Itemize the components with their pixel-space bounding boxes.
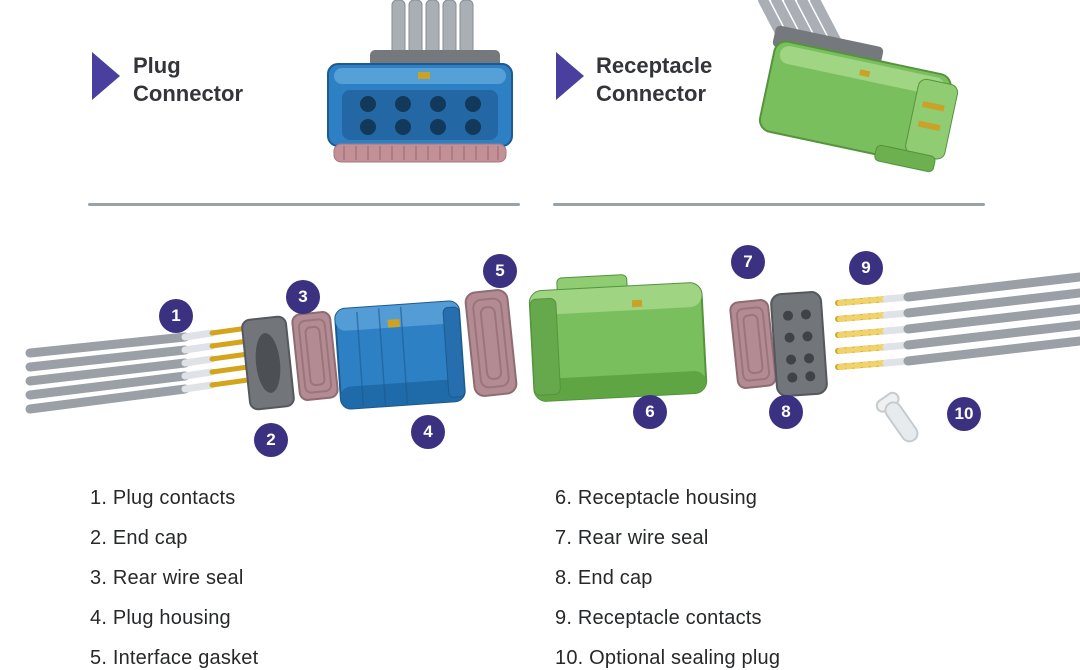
receptacle-housing-logo-mark bbox=[631, 299, 643, 308]
part-marker-2: 2 bbox=[254, 423, 288, 457]
legend-item-end-cap: 2. End cap bbox=[90, 526, 188, 549]
receptacle-header-line2: Connector bbox=[596, 81, 706, 106]
plug-header-title: Plug Connector bbox=[133, 52, 243, 108]
legend-item-interface-gasket: 5. Interface gasket bbox=[90, 646, 259, 669]
plug-header-line1: Plug bbox=[133, 53, 181, 78]
legend-item-rear-wire-seal: 3. Rear wire seal bbox=[90, 566, 244, 589]
plug-contacts-illustration bbox=[25, 325, 251, 414]
legend-item-plug-contacts: 1. Plug contacts bbox=[90, 486, 236, 509]
receptacle-header-line1: Receptacle bbox=[596, 53, 713, 78]
legend-item-sealing-plug: 10. Optional sealing plug bbox=[555, 646, 781, 669]
part-marker-5: 5 bbox=[483, 254, 517, 288]
plug-connector-photo bbox=[327, 0, 513, 163]
part-marker-9: 9 bbox=[849, 251, 883, 285]
receptacle-rear-wire-seal-illustration bbox=[729, 299, 777, 389]
legend-right: 6. Receptacle housing 7. Rear wire seal … bbox=[555, 478, 780, 670]
plug-end-cap-illustration bbox=[241, 315, 295, 411]
legend-item-receptacle-contacts: 9. Receptacle contacts bbox=[555, 606, 762, 629]
receptacle-housing-illustration bbox=[528, 274, 708, 402]
legend-item-rear-wire-seal-2: 7. Rear wire seal bbox=[555, 526, 709, 549]
part-marker-1: 1 bbox=[159, 299, 193, 333]
part-marker-4: 4 bbox=[411, 415, 445, 449]
receptacle-connector-photo bbox=[758, 0, 959, 173]
plug-cable-illustration bbox=[391, 0, 474, 59]
receptacle-contacts-illustration bbox=[835, 272, 1080, 370]
divider-right bbox=[553, 203, 985, 206]
part-marker-7: 7 bbox=[731, 245, 765, 279]
plug-header-arrow-icon bbox=[92, 52, 120, 100]
receptacle-header-title: Receptacle Connector bbox=[596, 52, 712, 108]
legend-item-plug-housing: 4. Plug housing bbox=[90, 606, 231, 629]
part-marker-6: 6 bbox=[633, 395, 667, 429]
plug-housing-logo-mark bbox=[387, 318, 401, 328]
receptacle-end-cap-illustration bbox=[770, 291, 828, 397]
legend-left: 1. Plug contacts 2. End cap 3. Rear wire… bbox=[90, 478, 258, 670]
legend-item-receptacle-housing: 6. Receptacle housing bbox=[555, 486, 758, 509]
receptacle-body-illustration bbox=[758, 40, 959, 173]
part-marker-10: 10 bbox=[947, 397, 981, 431]
exploded-view-illustration bbox=[25, 272, 1080, 443]
part-marker-3: 3 bbox=[286, 280, 320, 314]
sealing-plug-illustration bbox=[875, 391, 919, 443]
plug-logo-mark bbox=[418, 72, 430, 79]
receptacle-header-arrow-icon bbox=[556, 52, 584, 100]
plug-rear-wire-seal-illustration bbox=[291, 311, 339, 401]
plug-housing-illustration bbox=[334, 300, 466, 410]
plug-seal-band-illustration bbox=[333, 143, 507, 163]
plug-body-illustration bbox=[327, 63, 513, 147]
interface-gasket-illustration bbox=[464, 289, 518, 397]
part-marker-8: 8 bbox=[769, 395, 803, 429]
plug-header-line2: Connector bbox=[133, 81, 243, 106]
legend-item-end-cap-2: 8. End cap bbox=[555, 566, 653, 589]
divider-left bbox=[88, 203, 520, 206]
receptacle-logo-mark bbox=[859, 69, 871, 78]
